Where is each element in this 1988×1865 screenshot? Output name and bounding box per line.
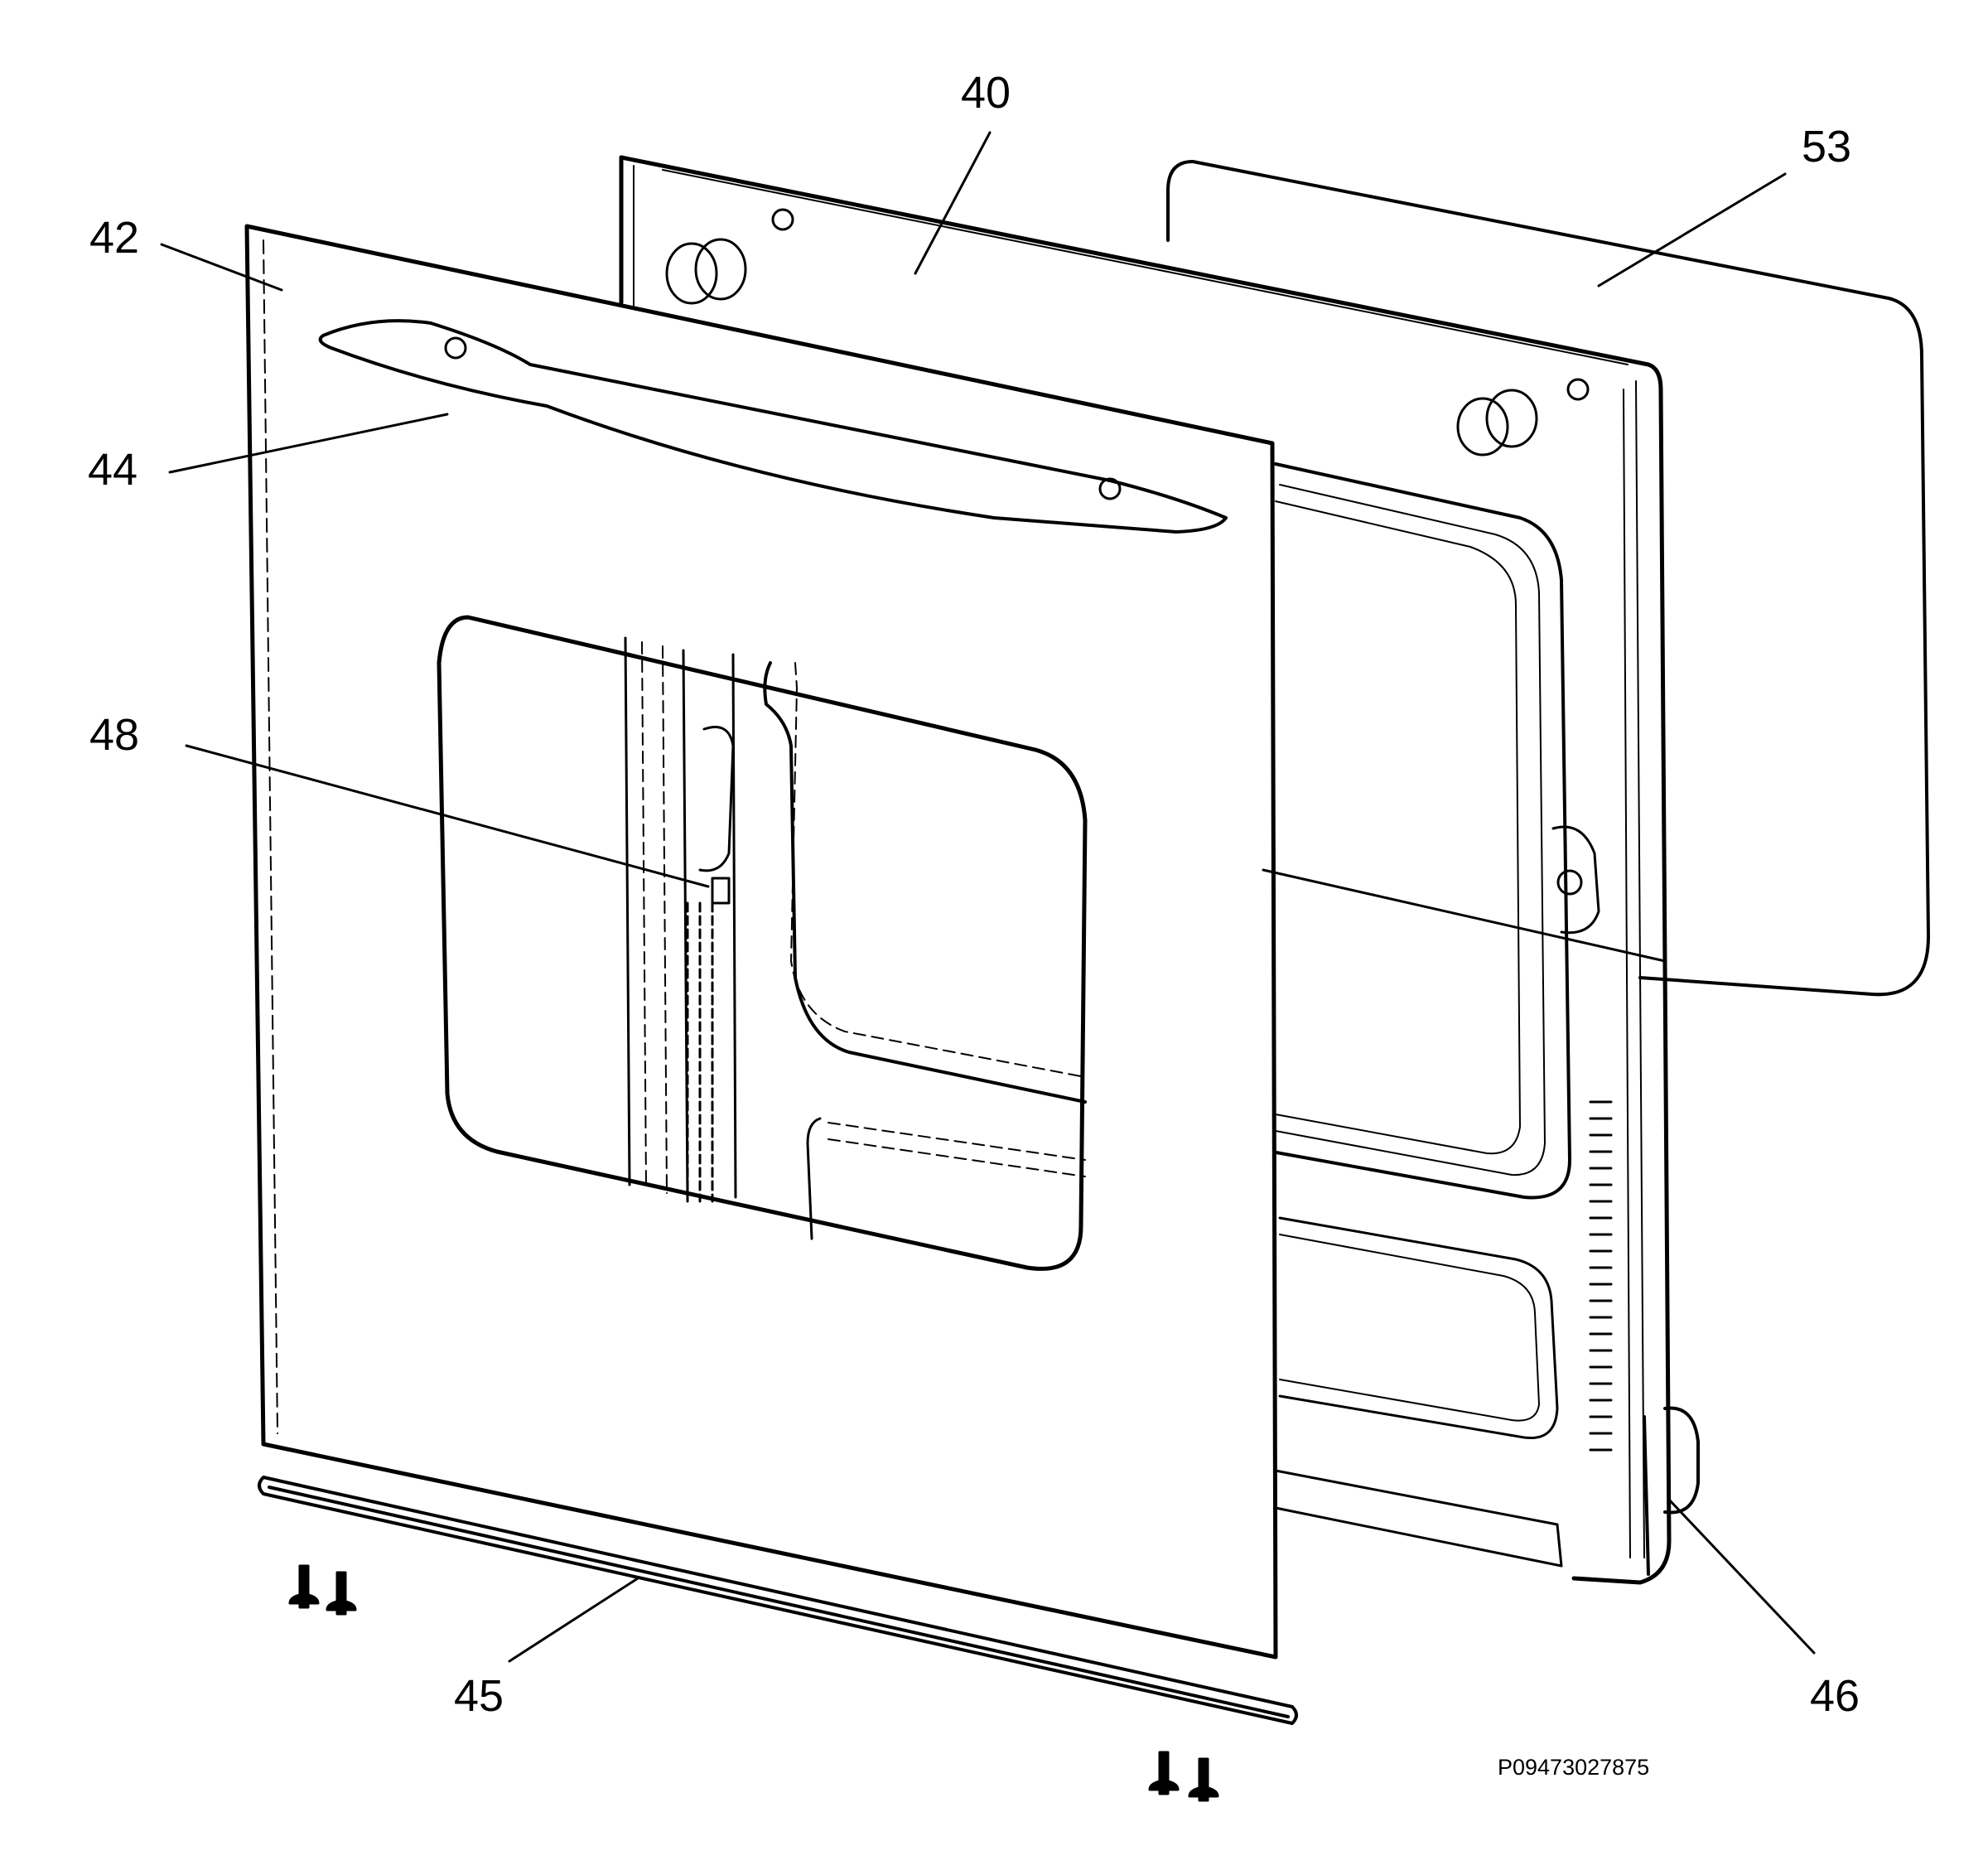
callout-46: 46 xyxy=(1810,1671,1860,1721)
glass-panel-53 xyxy=(1168,162,1928,994)
hinge-46 xyxy=(1644,1408,1698,1575)
outer-door-glass-42 xyxy=(247,226,1276,1657)
callout-40: 40 xyxy=(961,68,1011,118)
callout-48: 48 xyxy=(89,710,140,760)
inner-door-frame-40 xyxy=(621,157,1669,1582)
part-number: P09473027875 xyxy=(1498,1755,1650,1780)
callout-44: 44 xyxy=(88,445,138,495)
bottom-profile-45 xyxy=(259,1477,1296,1723)
leader-lines xyxy=(162,133,1814,1661)
callout-45: 45 xyxy=(454,1671,504,1721)
callout-53: 53 xyxy=(1802,122,1852,172)
callout-42: 42 xyxy=(89,213,140,263)
screws xyxy=(290,1566,1218,1800)
